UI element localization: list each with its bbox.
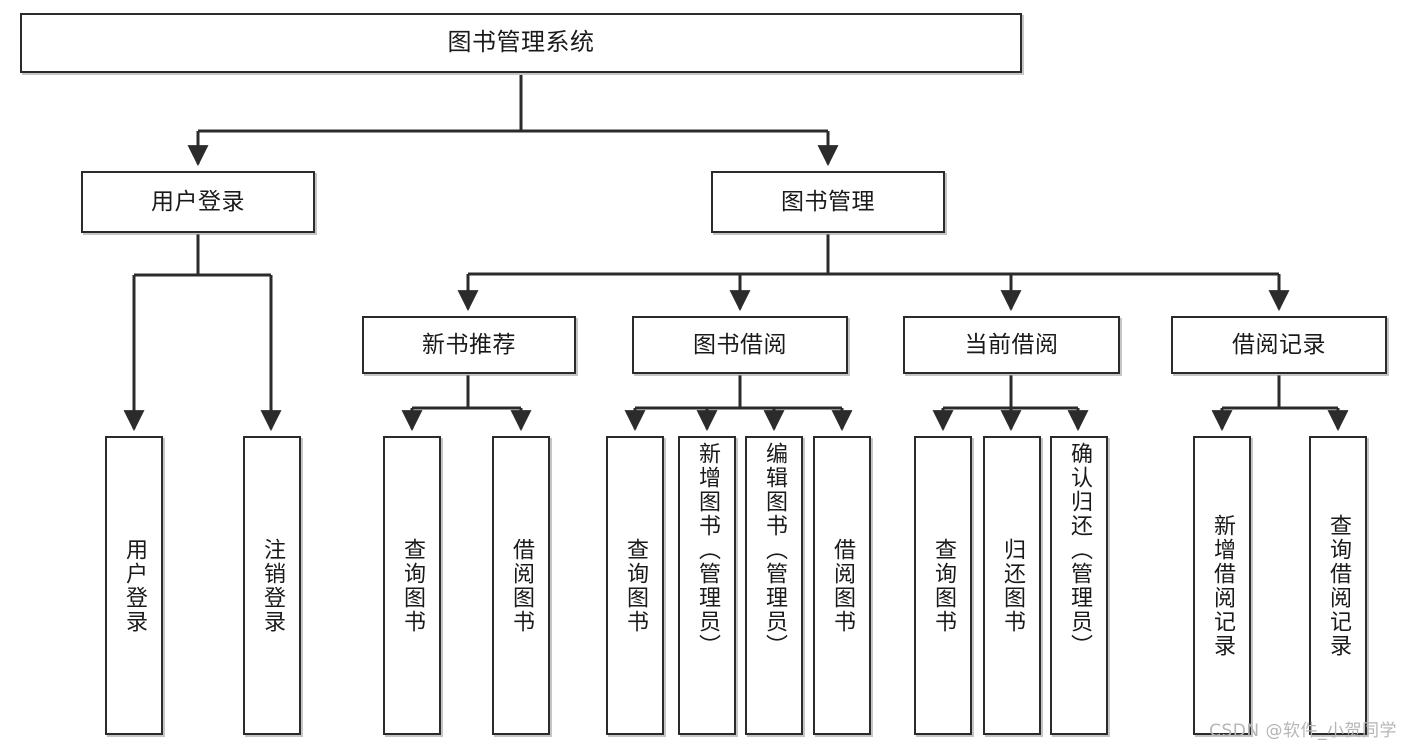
node-label: 图书管理 — [781, 188, 875, 215]
leaf-borrow-book-new[interactable]: 借阅图书 — [492, 436, 550, 735]
leaf-query-book-borrow[interactable]: 查询图书 — [606, 436, 664, 735]
node-user-login[interactable]: 用户登录 — [81, 171, 315, 233]
node-label: 图书管理系统 — [447, 28, 595, 57]
leaf-add-borrow-record[interactable]: 新增借阅记录 — [1193, 436, 1251, 735]
node-label: 编辑图书（管理员） — [762, 442, 787, 658]
leaf-query-book-new[interactable]: 查询图书 — [383, 436, 441, 735]
node-label: 注销登录 — [260, 537, 285, 634]
leaf-edit-book-admin[interactable]: 编辑图书（管理员） — [745, 436, 803, 735]
node-book-borrow[interactable]: 图书借阅 — [632, 316, 848, 374]
node-label: 确认归还（管理员） — [1067, 442, 1092, 658]
leaf-borrow-book[interactable]: 借阅图书 — [813, 436, 871, 735]
leaf-logout[interactable]: 注销登录 — [243, 436, 301, 735]
leaf-query-borrow-record[interactable]: 查询借阅记录 — [1309, 436, 1367, 735]
leaf-return-book[interactable]: 归还图书 — [983, 436, 1041, 735]
node-label: 借阅图书 — [509, 537, 534, 634]
leaf-query-book-current[interactable]: 查询图书 — [914, 436, 972, 735]
node-label: 借阅图书 — [830, 537, 855, 634]
node-label: 查询借阅记录 — [1326, 513, 1351, 658]
leaf-confirm-return-admin[interactable]: 确认归还（管理员） — [1050, 436, 1108, 735]
node-label: 查询图书 — [931, 537, 956, 634]
node-new-book-recommend[interactable]: 新书推荐 — [362, 316, 576, 374]
node-label: 图书借阅 — [693, 331, 787, 358]
node-label: 新书推荐 — [422, 331, 516, 358]
leaf-add-book-admin[interactable]: 新增图书（管理员） — [678, 436, 736, 735]
node-label: 查询图书 — [623, 537, 648, 634]
node-root-system[interactable]: 图书管理系统 — [20, 13, 1022, 73]
node-label: 用户登录 — [151, 188, 245, 215]
node-book-management[interactable]: 图书管理 — [711, 171, 945, 233]
node-label: 归还图书 — [1000, 537, 1025, 634]
node-label: 新增图书（管理员） — [695, 442, 720, 658]
node-label: 借阅记录 — [1232, 331, 1326, 358]
node-label: 当前借阅 — [964, 331, 1059, 358]
node-current-borrow[interactable]: 当前借阅 — [903, 316, 1120, 374]
node-label: 查询图书 — [400, 537, 425, 634]
node-label: 用户登录 — [122, 537, 147, 634]
node-label: 新增借阅记录 — [1210, 513, 1235, 658]
node-borrow-record[interactable]: 借阅记录 — [1171, 316, 1387, 374]
leaf-user-login[interactable]: 用户登录 — [105, 436, 163, 735]
